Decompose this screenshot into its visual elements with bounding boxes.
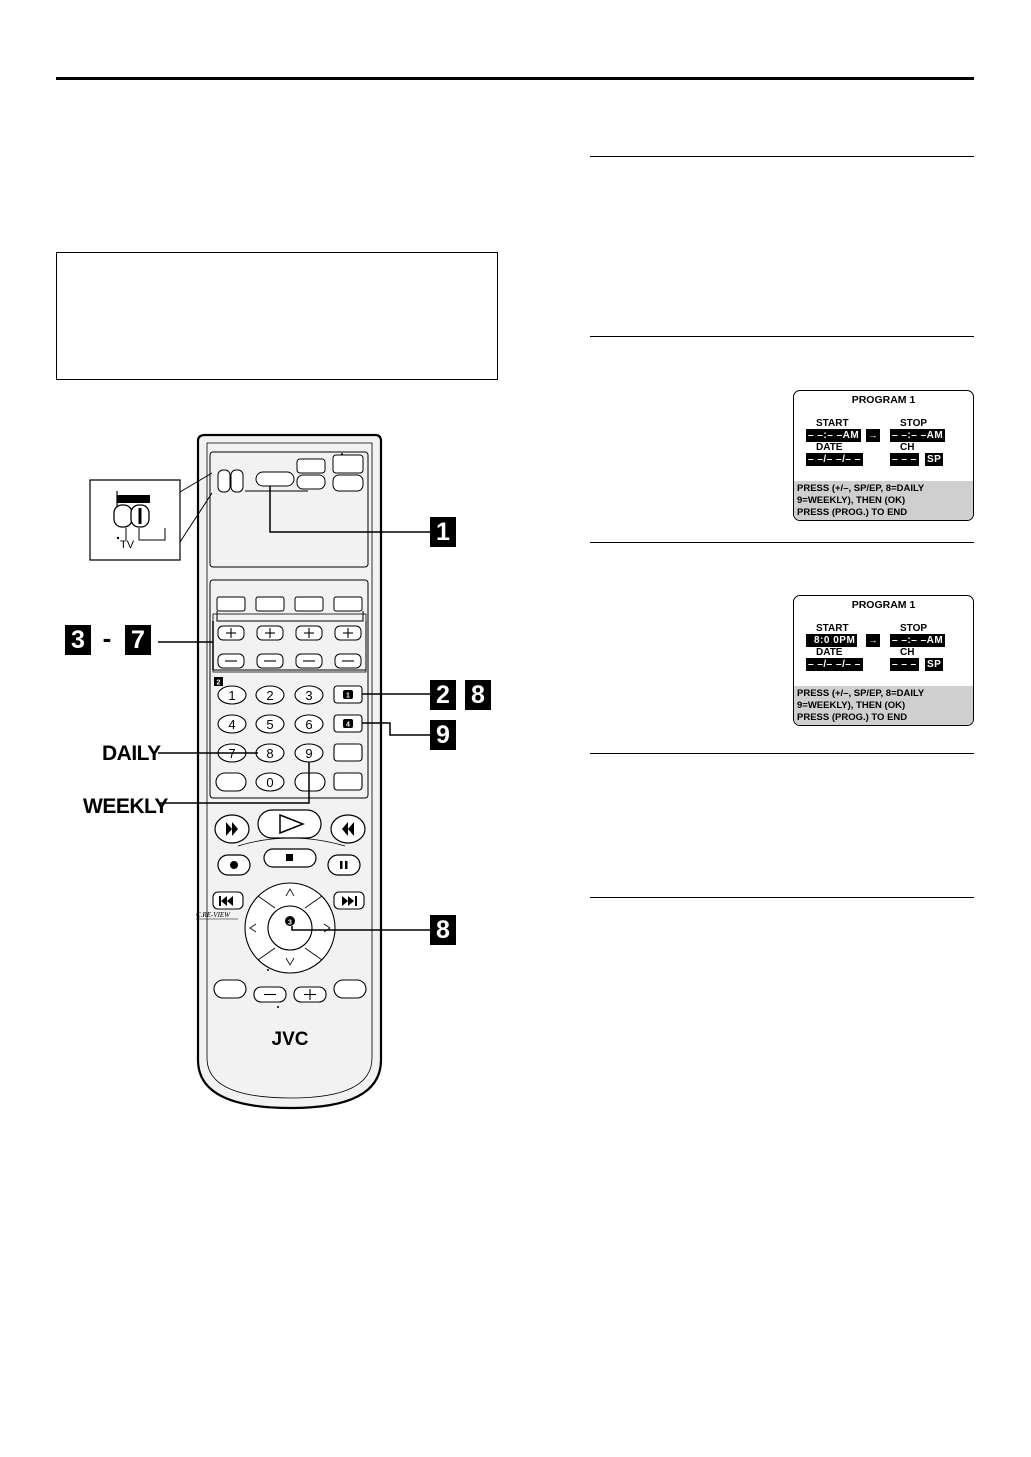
osd-msg-line: PRESS (+/–, SP/EP, 8=DAILY: [797, 688, 925, 699]
osd-title: PROGRAM 1: [851, 394, 916, 406]
key-5: 5: [266, 717, 273, 732]
callout-7-text: 7: [131, 626, 145, 654]
step-divider: [590, 156, 974, 157]
callout-2-text: 2: [436, 681, 450, 709]
callout-1: [430, 517, 456, 547]
key-4: 4: [228, 717, 235, 732]
osd-stop-value: – –:– –AM: [890, 634, 946, 647]
review-label: C.RE-VIEW: [196, 911, 231, 919]
osd-arrow: →: [866, 429, 880, 442]
daily-label: DAILY: [102, 742, 161, 765]
key-2: 2: [266, 688, 273, 703]
callout-2: [430, 680, 456, 710]
osd-msg-line: PRESS (PROG.) TO END: [797, 712, 908, 723]
switch-tv-label: TV: [120, 539, 135, 551]
osd-ch-value: – – –: [890, 453, 919, 466]
marker-1: 1: [346, 693, 350, 700]
callout-3: [65, 625, 91, 655]
osd-start-label: START: [816, 623, 849, 634]
osd-ch-label: CH: [900, 442, 915, 453]
osd-date-label: DATE: [816, 647, 843, 658]
key-9: 9: [305, 746, 312, 761]
callout-8a-text: 8: [471, 681, 485, 709]
marker-3: 3: [288, 920, 292, 927]
osd-start-label: START: [816, 418, 849, 429]
osd-screen-1: PROGRAM 1 START STOP – –:– –AM → – –:– –…: [793, 390, 974, 521]
weekly-label: WEEKLY: [83, 795, 168, 818]
osd-date-value: – –/– –/– –: [806, 658, 863, 671]
callout-3-text: 3: [71, 626, 85, 654]
osd-start-value: 8:0 0PM: [806, 634, 858, 647]
osd-msg-line: PRESS (PROG.) TO END: [797, 507, 908, 518]
key-8: 8: [266, 746, 273, 761]
key-6: 6: [305, 717, 312, 732]
top-rule: [56, 77, 974, 80]
marker-4: 4: [346, 722, 350, 729]
osd-msg-line: 9=WEEKLY), THEN (OK): [797, 700, 906, 711]
callout-7: [125, 625, 151, 655]
osd-speed: SP: [925, 453, 944, 466]
osd-start-value: – –:– –AM: [806, 429, 862, 442]
marker-2: 2: [217, 680, 221, 687]
osd-msg-line: PRESS (+/–, SP/EP, 8=DAILY: [797, 483, 925, 494]
brand-logo: JVC: [272, 1029, 309, 1050]
step-divider: [590, 336, 974, 337]
callout-8b: [430, 915, 456, 945]
osd-stop-label: STOP: [900, 623, 928, 634]
osd-message: PRESS (+/–, SP/EP, 8=DAILY 9=WEEKLY), TH…: [794, 686, 973, 725]
osd-date-label: DATE: [816, 442, 843, 453]
callout-8b-text: 8: [436, 916, 450, 944]
step-divider: [590, 542, 974, 543]
osd-ch-label: CH: [900, 647, 915, 658]
callout-8a: [465, 680, 491, 710]
osd-title: PROGRAM 1: [851, 599, 916, 611]
key-0: 0: [266, 775, 273, 790]
osd-stop-value: – –:– –AM: [890, 429, 946, 442]
osd-msg-line: 9=WEEKLY), THEN (OK): [797, 495, 906, 506]
key-3: 3: [305, 688, 312, 703]
callout-9-text: 9: [436, 721, 450, 749]
note-box: [56, 252, 498, 380]
osd-screen-2: PROGRAM 1 START STOP 8:0 0PM → – –:– –AM…: [793, 595, 974, 726]
callout-dash: -: [102, 623, 112, 653]
osd-date-value: – –/– –/– –: [806, 453, 863, 466]
osd-message: PRESS (+/–, SP/EP, 8=DAILY 9=WEEKLY), TH…: [794, 481, 973, 520]
osd-speed: SP: [925, 658, 944, 671]
step-divider: [590, 753, 974, 754]
osd-ch-value: – – –: [890, 658, 919, 671]
osd-stop-label: STOP: [900, 418, 928, 429]
osd-arrow: →: [866, 634, 880, 647]
callout-9: [430, 720, 456, 750]
callout-1-text: 1: [436, 518, 450, 546]
key-1: 1: [228, 688, 235, 703]
step-divider: [590, 897, 974, 898]
